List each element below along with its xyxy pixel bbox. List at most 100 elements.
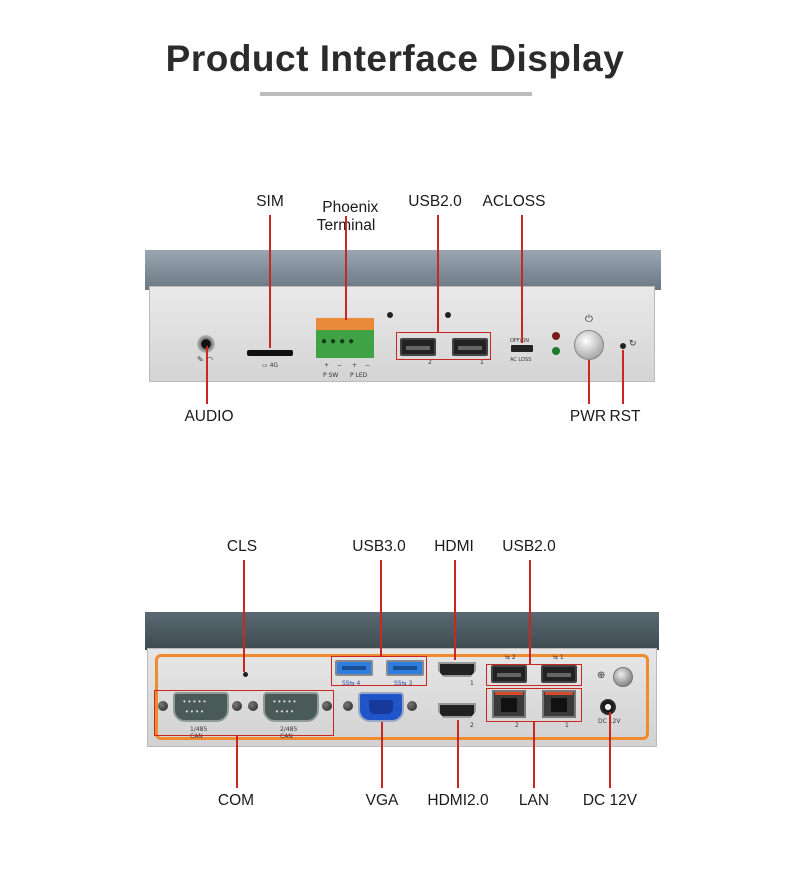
com-screw-2 [232,701,242,711]
hdmi-port-1 [438,662,476,677]
terminal-silk-p-sw: P SW [323,372,339,379]
ground-icon: ⊕ [597,670,606,681]
com-port-2 [263,692,319,722]
label-com: COM [217,792,255,809]
label-audio: AUDIO [184,408,234,425]
callout-line-pwr [588,360,590,404]
vga-screw-2 [407,701,417,711]
callout-box-usb20-bottom [486,664,582,686]
callout-line-usb20-top [437,215,439,332]
usb2-port-2 [400,338,436,356]
callout-line-cls [243,560,245,672]
com-screw-1 [158,701,168,711]
com2-silk: 2/485 CAN [280,726,298,740]
screw-hole-1 [387,312,393,318]
com-screw-4 [322,701,332,711]
label-lan: LAN [518,792,550,809]
usb-silk-2: 2 [428,359,432,366]
label-pwr: PWR [569,408,607,425]
usb2-silk-1: ⇆ 1 [553,654,564,661]
callout-line-usb30 [380,560,382,656]
page-title: Product Interface Display [165,38,625,79]
lan-1-silk: 1 [565,722,569,729]
callout-line-rst [622,350,624,404]
label-hdmi: HDMI [434,538,474,555]
label-phoenix-terminal-text: Phoenix Terminal [317,198,379,234]
usb2-silk-2: ⇆ 2 [505,654,516,661]
sim-4g-silk: ▭ 4G [262,362,278,369]
callout-line-phoenix [345,216,347,320]
label-usb20-top: USB2.0 [408,193,462,210]
label-dc12v: DC 12V [582,792,638,809]
bottom-device-orange-trim [155,654,649,740]
reset-icon: ↻ [629,339,637,349]
usb-silk-1: 1 [480,359,484,366]
sim-4g-label: 4G [269,362,279,369]
callout-line-acloss [521,215,523,343]
cls-led [243,672,248,677]
callout-box-lan [486,688,582,722]
top-device-front [149,286,655,382]
hdmi-1-silk: 1 [470,680,474,687]
callout-line-sim [269,215,271,348]
label-rst: RST [609,408,641,425]
acloss-switch-silk: OFF/ON [510,338,530,344]
label-usb20-bottom: USB2.0 [502,538,556,555]
usb2-port-1 [452,338,488,356]
callout-line-vga [381,722,383,788]
callout-line-dc12v [609,712,611,788]
label-acloss: ACLOSS [482,193,546,210]
usb3-port-4 [335,660,373,676]
terminal-silk-plus2: + [352,362,358,369]
callout-line-hdmi [454,560,456,660]
power-icon: ⏻ [585,314,593,325]
vga-screw-1 [343,701,353,711]
label-cls: CLS [226,538,258,555]
phoenix-terminal-holes: ●●●● [321,336,358,347]
usb3-port-3 [386,660,424,676]
sim-slot [247,350,293,356]
callout-line-com [236,736,238,788]
terminal-silk-plus1: + [324,362,330,369]
lan-2-silk: 2 [515,722,519,729]
bottom-device-lid [145,612,659,650]
label-sim: SIM [256,193,284,210]
callout-line-hdmi20 [457,720,459,788]
com-screw-3 [248,701,258,711]
usb2-bottom-port-1 [541,665,577,683]
callout-line-lan [533,722,535,788]
terminal-silk-p-led: P LED [350,372,368,379]
lan-port-2 [492,690,526,718]
hdmi-2-silk: 2 [470,722,474,729]
callout-box-usb30 [331,656,427,686]
power-led [552,347,560,355]
ground-screw [613,667,633,687]
terminal-silk-minus1: − [337,362,343,369]
acloss-text-silk: AC LOSS [510,357,532,363]
phoenix-terminal: ●●●● [316,318,374,358]
top-device [145,250,661,385]
hdd-led [552,332,560,340]
com1-silk: 1/485 CAN [190,726,208,740]
dc-jack [600,699,616,715]
acloss-switch [511,345,533,352]
screw-hole-2 [445,312,451,318]
callout-line-audio [206,346,208,404]
callout-line-usb20-bottom [529,560,531,664]
com-port-1 [173,692,229,722]
usb2-bottom-port-2 [491,665,527,683]
phoenix-terminal-body [316,330,374,358]
reset-button[interactable] [620,343,626,349]
callout-box-com [154,690,334,736]
power-button[interactable] [574,330,604,360]
callout-box-usb20-top [396,332,491,360]
audio-silk: ✎ ◠ [197,355,214,364]
hdmi-port-2 [438,703,476,718]
label-hdmi20: HDMI2.0 [427,792,489,809]
usb3-3-silk: SS⇆ 3 [394,680,413,687]
label-usb30: USB3.0 [352,538,406,555]
vga-port [358,692,404,722]
top-device-lid [145,250,661,290]
lan-port-1 [542,690,576,718]
sim-icon: ▭ [262,362,268,369]
